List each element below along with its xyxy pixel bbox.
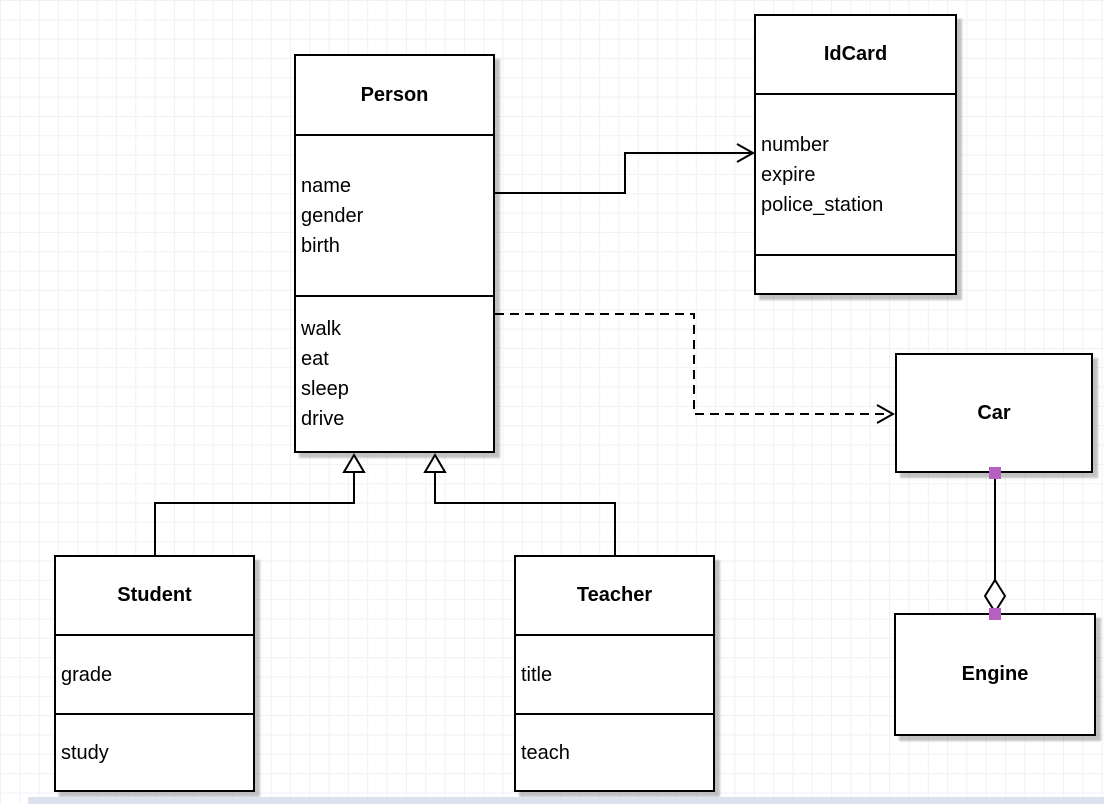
class-idcard[interactable]: IdCard number expire police_station [754, 14, 957, 295]
method: teach [521, 741, 570, 764]
methods-section: walk eat sleep drive [296, 297, 493, 451]
attribute: name [301, 174, 352, 197]
method: drive [301, 408, 345, 430]
aggregation-car-engine-line[interactable] [983, 467, 1007, 620]
method: study [61, 741, 109, 764]
generalization-teacher-person-line[interactable] [423, 453, 616, 555]
attribute: grade [61, 663, 113, 686]
class-person[interactable]: Person name gender birth walk eat sleep … [294, 54, 495, 453]
method: walk [301, 318, 342, 340]
class-title: Teacher [516, 557, 713, 636]
attribute: birth [301, 234, 340, 257]
attributes-section: name gender birth [296, 136, 493, 297]
attribute: number [761, 133, 829, 156]
attribute: title [521, 663, 553, 686]
class-teacher[interactable]: Teacher title teach [514, 555, 715, 792]
attributes-section: grade [56, 636, 253, 715]
class-title: IdCard [756, 16, 955, 95]
class-title: Car [977, 401, 1011, 424]
method: sleep [301, 378, 349, 400]
attribute: police_station [761, 193, 884, 216]
open-arrowhead-icon [876, 404, 896, 424]
class-engine[interactable]: Engine [894, 613, 1096, 736]
generalization-student-person-line[interactable] [154, 453, 366, 555]
class-car[interactable]: Car [895, 353, 1093, 473]
hollow-triangle-icon [342, 453, 366, 473]
class-title: Person [296, 56, 493, 136]
method: eat [301, 348, 329, 370]
class-title: Engine [961, 663, 1029, 685]
attribute: gender [301, 204, 364, 227]
methods-section: teach [516, 715, 713, 790]
dependency-person-car-line[interactable] [495, 313, 896, 424]
methods-section-empty [756, 256, 955, 293]
canvas-edge-strip [28, 797, 1104, 804]
class-student[interactable]: Student grade study [54, 555, 255, 792]
class-title: Student [56, 557, 253, 636]
methods-section: study [56, 715, 253, 790]
attributes-section: title [516, 636, 713, 715]
open-arrowhead-icon [736, 143, 756, 163]
hollow-triangle-icon [423, 453, 447, 473]
attribute: expire [761, 163, 816, 186]
association-person-idcard-line[interactable] [495, 143, 756, 194]
attributes-section: number expire police_station [756, 95, 955, 256]
